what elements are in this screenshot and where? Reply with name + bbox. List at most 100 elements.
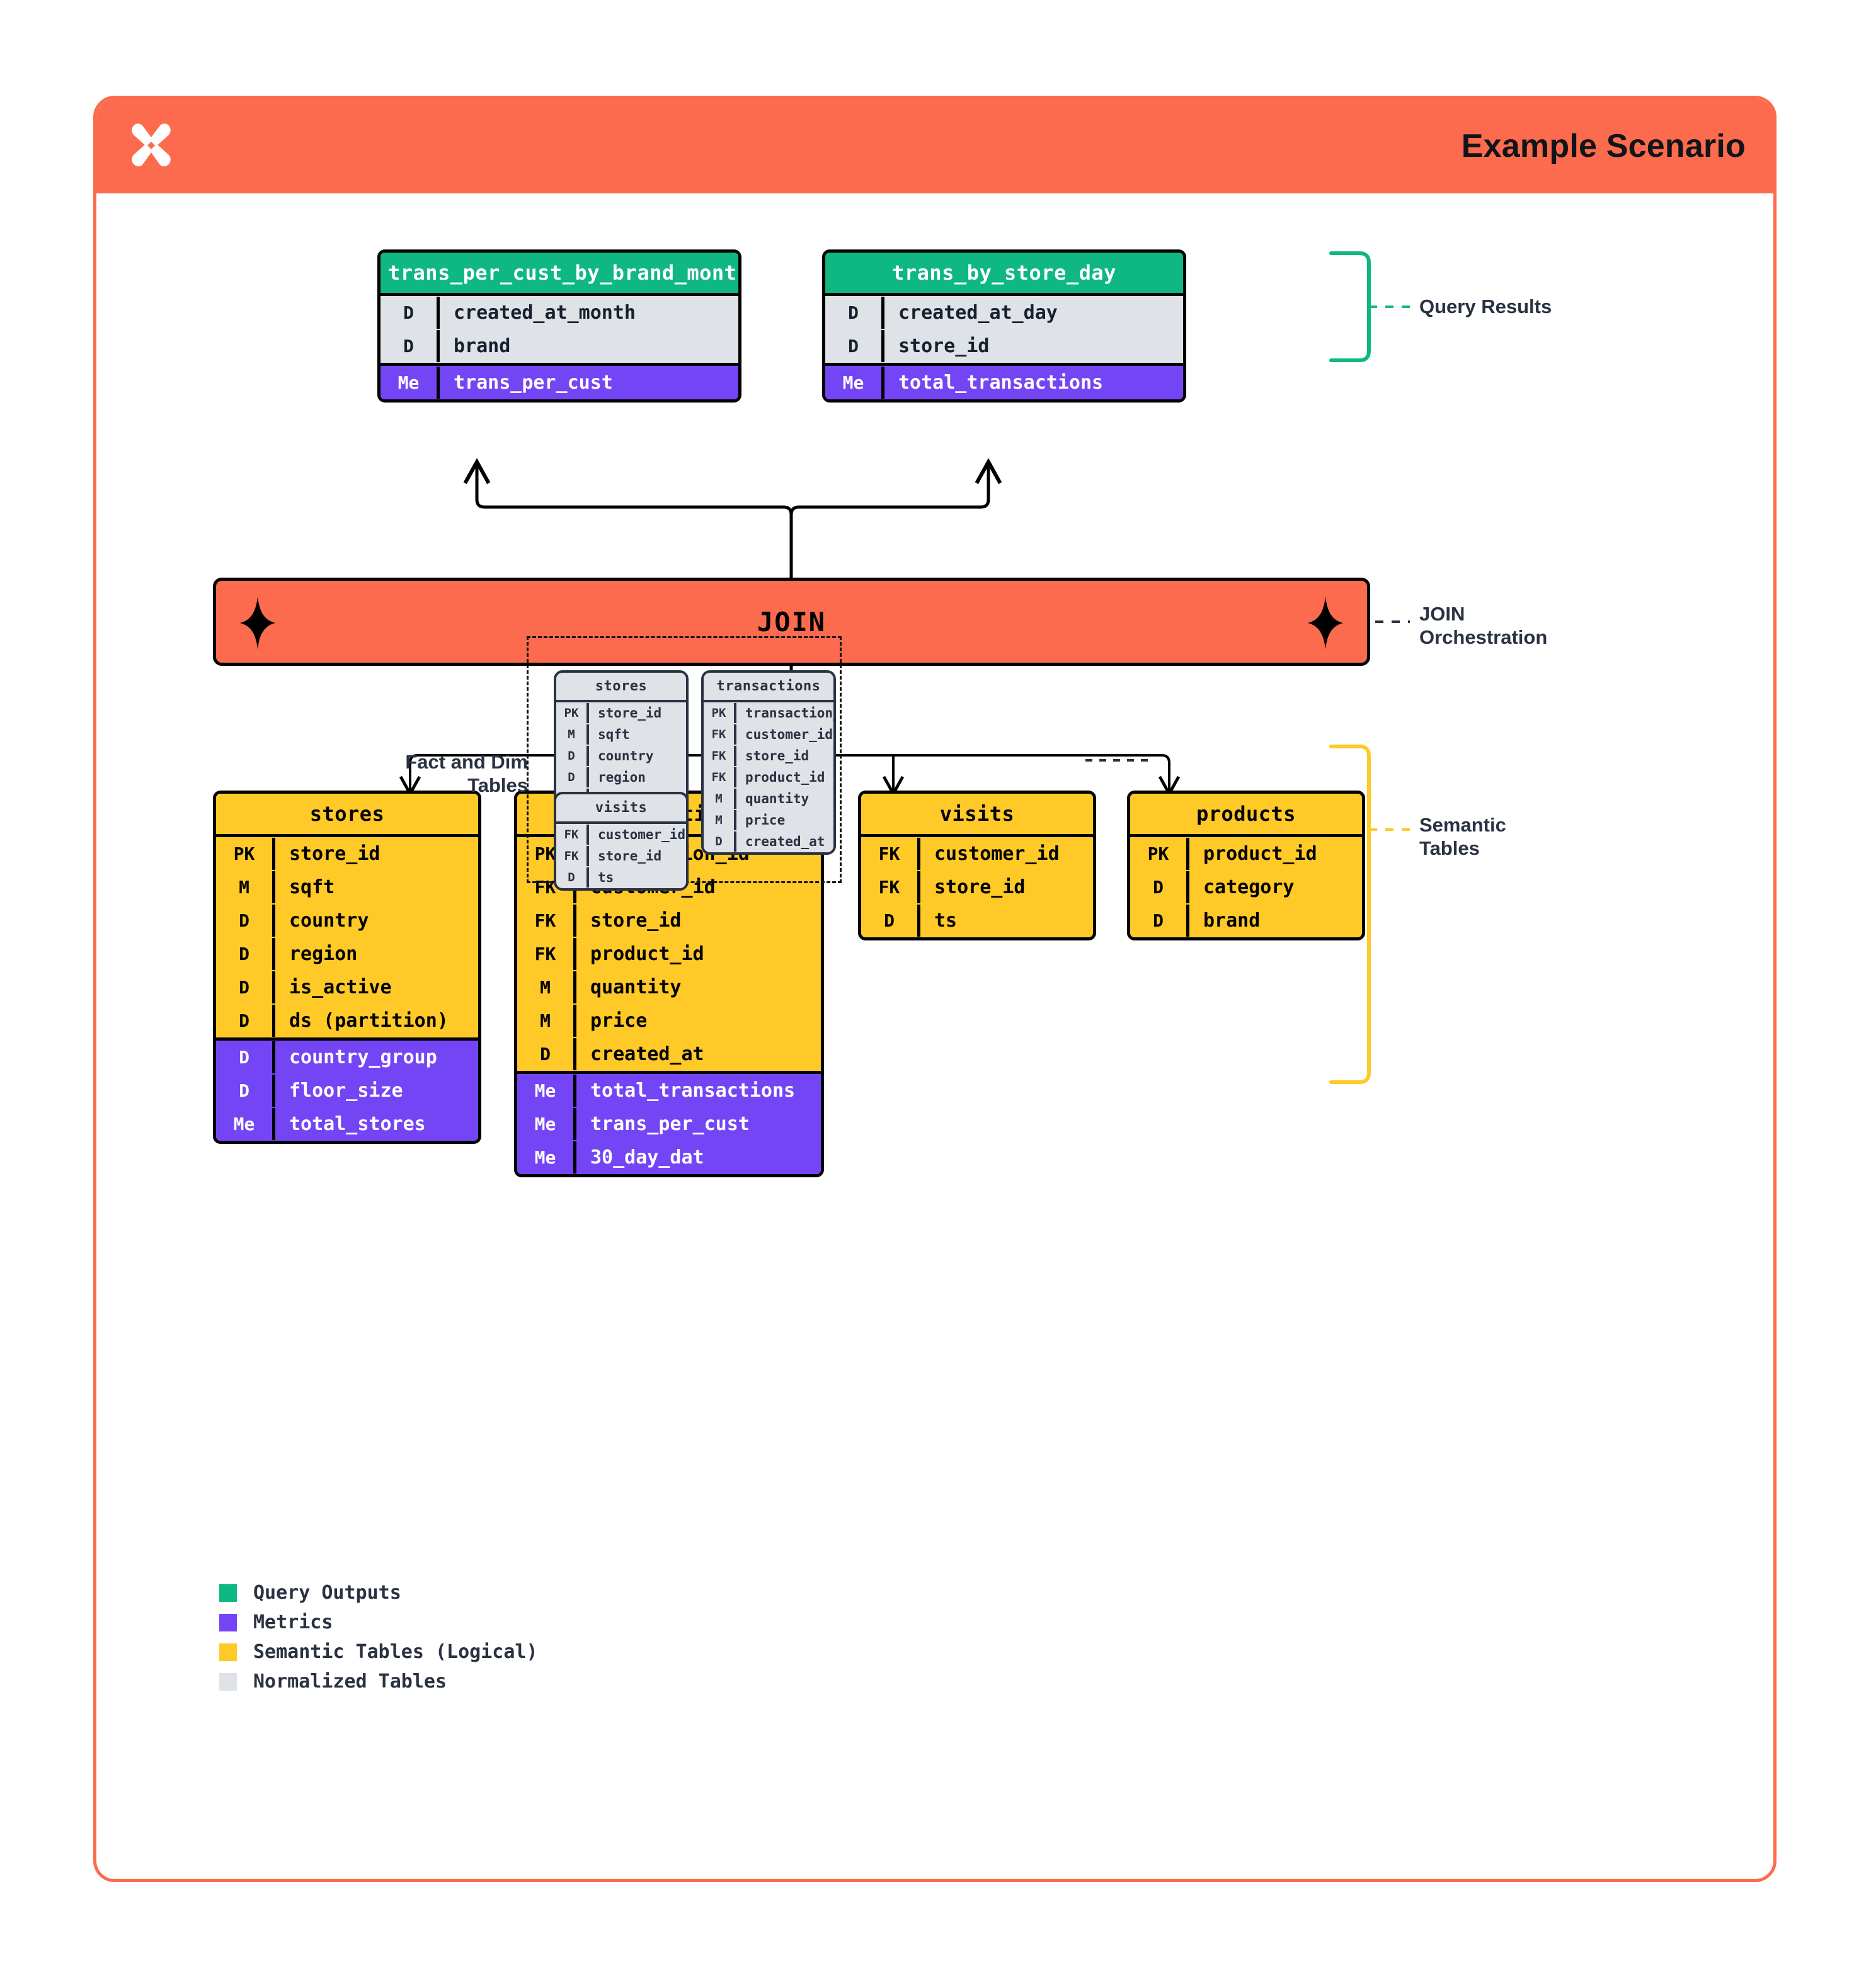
row-key: D xyxy=(216,938,275,970)
row-field: store_id xyxy=(289,843,380,865)
row-key: Me xyxy=(216,1108,275,1140)
row-key: D xyxy=(216,1075,275,1107)
legend-item-normalized-tables: Normalized Tables xyxy=(219,1667,538,1696)
sparkle-icon xyxy=(1308,597,1343,649)
row-field: total_stores xyxy=(289,1113,426,1135)
row-field: store_id xyxy=(934,876,1026,898)
row-key: D xyxy=(380,297,440,329)
row-field: created_at xyxy=(590,1043,704,1065)
legend-swatch xyxy=(219,1584,237,1602)
join-orchestration-bar[interactable]: JOIN xyxy=(213,578,1370,666)
row-field: category xyxy=(1203,876,1295,898)
table-row: D created_at_day xyxy=(825,296,1183,329)
table-caption: visits xyxy=(861,794,1093,834)
row-field: total_transactions xyxy=(590,1080,796,1102)
legend-swatch xyxy=(219,1643,237,1661)
query-output-table-trans-per-cust-by-brand-month[interactable]: trans_per_cust_by_brand_month D created_… xyxy=(377,249,741,403)
row-field: ds (partition) xyxy=(289,1010,449,1032)
row-key: FK xyxy=(704,746,736,766)
row-key: M xyxy=(517,971,576,1003)
row-field: store_id xyxy=(598,706,662,721)
row-field: country xyxy=(289,910,369,932)
row-key: M xyxy=(704,789,736,809)
table-caption: trans_per_cust_by_brand_month xyxy=(380,253,738,293)
table-row: D brand xyxy=(380,329,738,363)
row-key: PK xyxy=(1130,838,1189,870)
row-field: customer_id xyxy=(745,727,833,742)
legend-label: Metrics xyxy=(253,1611,333,1633)
xorbits-sparkle-logo-icon xyxy=(124,118,178,174)
annotation-line: Orchestration xyxy=(1419,626,1548,648)
row-field: store_id xyxy=(598,848,662,864)
row-key: FK xyxy=(861,871,920,903)
annotation-line: Tables xyxy=(1419,837,1480,859)
row-field: created_at_day xyxy=(898,302,1058,324)
row-key: D xyxy=(216,971,275,1003)
table-caption: transactions xyxy=(704,673,833,700)
table-caption: products xyxy=(1130,794,1362,834)
legend-swatch xyxy=(219,1613,237,1631)
row-key: D xyxy=(556,867,589,888)
row-key: D xyxy=(1130,905,1189,937)
annotation-fact-dim-tables: Fact and Dim Tables xyxy=(405,751,528,796)
legend-swatch xyxy=(219,1672,237,1691)
legend-label: Normalized Tables xyxy=(253,1671,447,1693)
row-key: D xyxy=(556,767,589,787)
row-key: Me xyxy=(825,367,884,399)
annotation-join-orchestration: JOIN Orchestration xyxy=(1419,603,1547,649)
row-key: D xyxy=(825,330,884,362)
row-field: store_id xyxy=(898,335,990,357)
row-key: D xyxy=(861,905,920,937)
table-metric-rows: Me total_transactions xyxy=(825,363,1183,399)
row-key: FK xyxy=(517,938,576,970)
table-row: D store_id xyxy=(825,329,1183,363)
legend-label: Query Outputs xyxy=(253,1582,401,1604)
card-header: Example Scenario xyxy=(96,99,1773,193)
table-row: Me 30_day_dat xyxy=(517,1141,821,1174)
row-key: M xyxy=(517,1005,576,1037)
row-field: product_id xyxy=(1203,843,1317,865)
row-key: M xyxy=(704,810,736,830)
legend-item-query-outputs: Query Outputs xyxy=(219,1578,538,1608)
row-key: M xyxy=(216,871,275,903)
row-field: quantity xyxy=(590,976,682,998)
row-key: D xyxy=(825,297,884,329)
row-key: D xyxy=(216,905,275,937)
row-field: country xyxy=(598,748,654,763)
row-field: price xyxy=(590,1010,648,1032)
row-field: product_id xyxy=(745,770,825,785)
annotation-semantic-tables: Semantic Tables xyxy=(1419,814,1506,860)
query-output-table-trans-by-store-day[interactable]: trans_by_store_day D created_at_day D st… xyxy=(822,249,1186,403)
row-key: FK xyxy=(556,846,589,866)
row-field: sqft xyxy=(289,876,335,898)
table-dimension-rows: D created_at_month D brand xyxy=(380,293,738,363)
row-field: 30_day_dat xyxy=(590,1146,704,1168)
row-field: store_id xyxy=(590,910,682,932)
annotation-line: JOIN xyxy=(1419,603,1465,625)
row-key: Me xyxy=(517,1141,576,1174)
row-field: country_group xyxy=(289,1046,437,1068)
legend-item-semantic-tables: Semantic Tables (Logical) xyxy=(219,1637,538,1667)
row-key: D xyxy=(216,1005,275,1037)
